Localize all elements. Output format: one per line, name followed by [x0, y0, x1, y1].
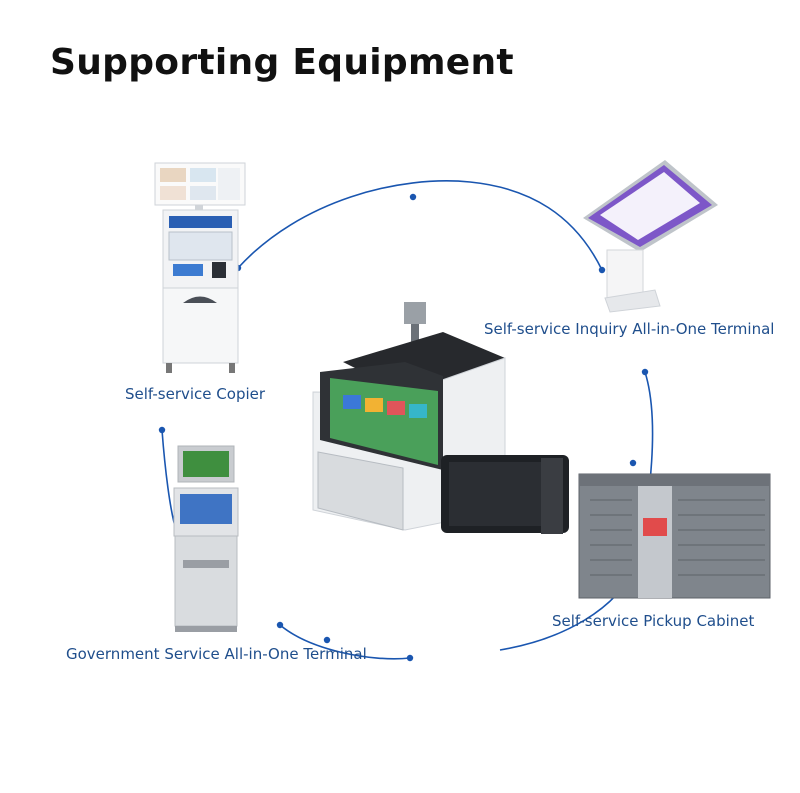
- arc-bottom: [279, 624, 411, 660]
- copier-icon: [154, 162, 246, 373]
- inquiry-terminal-icon: [583, 160, 718, 313]
- page-title: Supporting Equipment: [50, 42, 514, 83]
- central-device-icon: [312, 302, 569, 534]
- arc-top: [237, 180, 603, 271]
- arc-endpoints: [158, 193, 649, 662]
- label-government: Government Service All-in-One Terminal: [66, 645, 367, 663]
- label-pickup: Self-service Pickup Cabinet: [552, 612, 755, 630]
- government-kiosk-icon: [173, 445, 239, 632]
- label-inquiry: Self-service Inquiry All-in-One Terminal: [484, 320, 775, 338]
- pickup-cabinet-icon: [578, 473, 771, 599]
- label-copier: Self-service Copier: [125, 385, 266, 403]
